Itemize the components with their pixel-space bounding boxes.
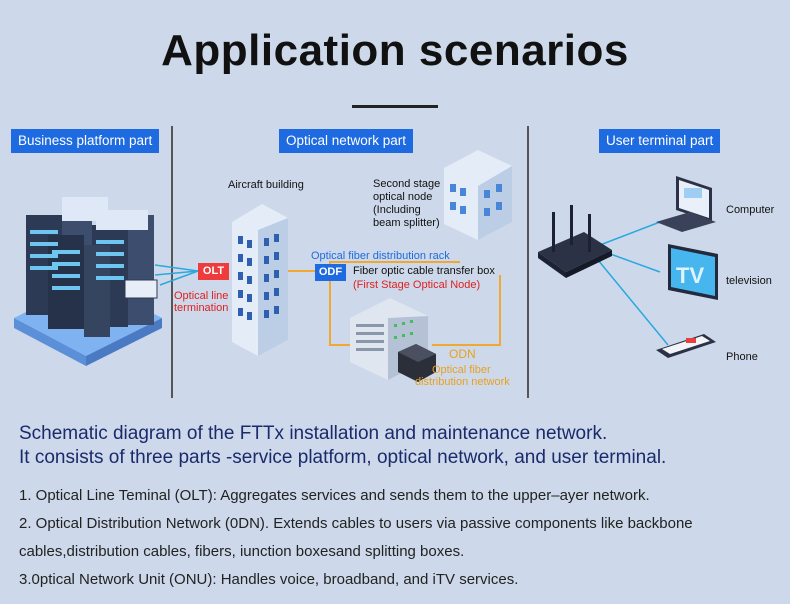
phone-icon <box>656 334 716 358</box>
second-stage-building-icon <box>444 150 512 240</box>
diagram-illustration: TV <box>14 150 718 382</box>
section-label-optical: Optical network part <box>279 129 414 153</box>
second-stage-label-4: beam splitter) <box>373 217 440 229</box>
terminal-links <box>597 221 669 346</box>
section-divider-right <box>527 126 529 398</box>
phone-label: Phone <box>726 351 758 363</box>
section-label-business: Business platform part <box>11 129 160 153</box>
olt-label-1: Optical line <box>174 290 229 302</box>
distribution-rack-icon <box>350 298 436 382</box>
server-cluster-icon <box>14 197 162 366</box>
second-stage-label-1: Second stage <box>373 178 441 190</box>
list-item-odn: 2. Optical Distribution Network (0DN). E… <box>19 515 693 532</box>
list-item-onu: 3.0ptical Network Unit (ONU): Handles vo… <box>19 571 519 588</box>
first-stage-label: (First Stage Optical Node) <box>353 279 481 291</box>
olt-label-2: termination <box>174 302 229 314</box>
section-label-user: User terminal part <box>599 129 721 153</box>
computer-icon <box>656 176 716 232</box>
tv-screen-text: TV <box>676 263 704 288</box>
second-stage-label-2: optical node <box>373 191 433 203</box>
list-item-odn-continued: cables,distribution cables, fibers, iunc… <box>19 543 465 560</box>
section-divider-left <box>171 126 173 398</box>
odf-rack-label: Optical fiber distribution rack <box>311 250 450 262</box>
description-line-1: Schematic diagram of the FTTx installati… <box>19 423 608 444</box>
page-title: Application scenarios <box>161 26 629 75</box>
odf-tag: ODF <box>315 264 346 281</box>
television-label: television <box>726 275 772 287</box>
tv-icon: TV <box>668 244 718 300</box>
server-links <box>154 264 199 286</box>
odn-desc-2: distribution network <box>415 376 510 388</box>
odn-label: ODN <box>449 347 476 361</box>
aircraft-building-icon <box>232 204 288 356</box>
list-item-olt: 1. Optical Line Teminal (OLT): Aggregate… <box>19 487 650 504</box>
computer-label: Computer <box>726 204 775 216</box>
description-line-2: It consists of three parts -service plat… <box>19 447 667 468</box>
transfer-box-label: Fiber optic cable transfer box <box>353 265 495 277</box>
second-stage-label-3: (Including <box>373 204 421 216</box>
title-underline <box>352 105 438 108</box>
odn-desc-1: Optical fiber <box>432 364 491 376</box>
olt-tag: OLT <box>198 263 229 280</box>
aircraft-building-label: Aircraft building <box>228 179 304 191</box>
router-icon <box>538 205 612 278</box>
